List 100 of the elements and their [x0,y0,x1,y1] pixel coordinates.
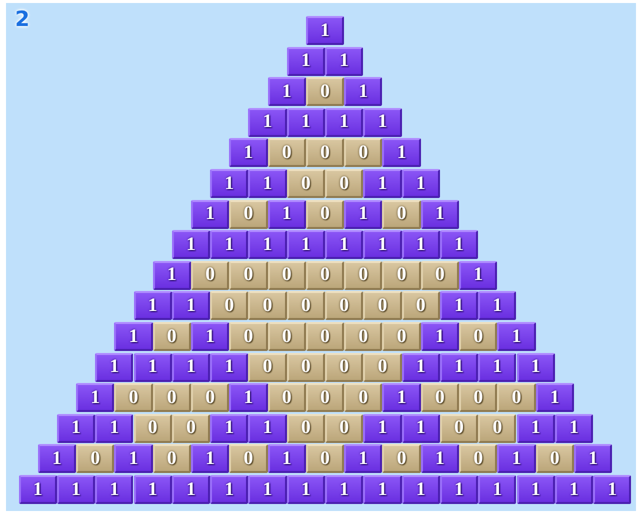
number-brick: 0 [382,444,421,474]
number-brick: 0 [306,138,344,168]
number-brick: 1 [382,383,421,412]
number-brick: 1 [190,200,230,229]
number-brick: 1 [325,46,364,76]
number-brick: 1 [172,291,210,320]
number-brick: 1 [402,475,440,504]
number-brick: 1 [210,230,248,260]
number-brick: 1 [402,169,440,198]
number-brick: 1 [478,291,516,320]
number-brick: 0 [152,383,191,412]
number-brick: 0 [268,322,306,351]
number-brick: 1 [152,260,191,290]
number-brick: 1 [402,230,440,260]
number-brick: 1 [134,352,172,382]
number-brick: 1 [134,291,172,320]
number-brick: 1 [56,475,96,504]
number-brick: 0 [459,444,498,474]
number-brick: 1 [478,475,516,504]
number-brick: 1 [56,414,96,443]
number-brick: 1 [190,322,230,351]
number-brick: 1 [76,383,114,412]
number-brick: 1 [363,230,402,260]
number-brick: 1 [268,444,306,474]
number-brick: 0 [420,260,460,290]
number-brick: 1 [344,200,382,229]
number-brick: 1 [536,383,574,412]
number-brick: 1 [190,444,230,474]
number-brick: 0 [229,322,268,351]
number-brick: 0 [344,138,382,168]
number-brick: 0 [325,352,364,382]
number-brick: 0 [325,169,364,198]
number-brick: 1 [440,475,478,504]
number-brick: 1 [210,414,248,443]
number-brick: 0 [382,200,421,229]
number-brick: 1 [440,230,478,260]
number-brick: 1 [172,352,210,382]
number-brick: 0 [268,383,306,412]
number-brick: 1 [134,475,172,504]
number-brick: 1 [95,352,134,382]
number-brick: 0 [190,260,230,290]
number-brick: 1 [114,322,153,351]
number-brick: 0 [229,260,268,290]
number-brick: 0 [306,260,344,290]
number-brick: 1 [286,108,325,137]
number-brick: 0 [152,444,191,474]
number-brick: 1 [402,414,440,443]
number-brick: 0 [114,383,153,412]
number-brick: 1 [459,260,498,290]
number-brick: 0 [402,291,440,320]
number-brick: 0 [248,291,287,320]
number-brick: 0 [210,291,248,320]
number-brick: 1 [325,108,364,137]
number-brick: 0 [286,169,325,198]
number-brick: 0 [248,352,287,382]
number-brick: 1 [306,16,344,45]
number-brick: 1 [210,475,248,504]
number-brick: 0 [382,260,421,290]
number-brick: 0 [325,291,364,320]
number-brick: 1 [248,230,287,260]
number-brick: 1 [325,230,364,260]
number-brick: 0 [306,322,344,351]
number-brick: 1 [286,46,325,76]
number-brick: 0 [344,322,382,351]
number-brick: 1 [114,444,153,474]
number-brick: 0 [306,383,344,412]
number-brick: 1 [497,444,536,474]
number-brick: 1 [286,475,325,504]
number-brick: 1 [248,108,287,137]
number-brick: 0 [344,383,382,412]
number-brick: 0 [229,444,268,474]
number-brick: 1 [382,138,421,168]
number-brick: 1 [286,230,325,260]
number-brick: 1 [554,475,594,504]
number-brick: 1 [420,200,460,229]
number-brick: 1 [516,414,555,443]
number-brick: 0 [325,414,364,443]
number-brick: 1 [95,475,134,504]
number-brick: 1 [440,352,478,382]
number-brick: 0 [190,383,230,412]
number-brick: 0 [440,414,478,443]
number-brick: 1 [363,475,402,504]
number-brick: 1 [344,444,382,474]
number-brick: 1 [554,414,594,443]
number-brick: 0 [497,383,536,412]
number-brick: 0 [478,414,516,443]
figure-number: 2 [15,7,30,31]
number-brick: 1 [325,475,364,504]
number-brick: 1 [344,77,382,106]
number-brick: 0 [420,383,460,412]
number-brick: 1 [478,352,516,382]
number-brick: 1 [363,108,402,137]
number-brick: 0 [363,352,402,382]
number-brick: 1 [229,138,268,168]
number-brick: 1 [95,414,134,443]
number-brick: 1 [440,291,478,320]
number-brick: 1 [248,414,287,443]
number-brick: 1 [363,414,402,443]
number-brick: 1 [248,169,287,198]
number-brick: 1 [229,383,268,412]
